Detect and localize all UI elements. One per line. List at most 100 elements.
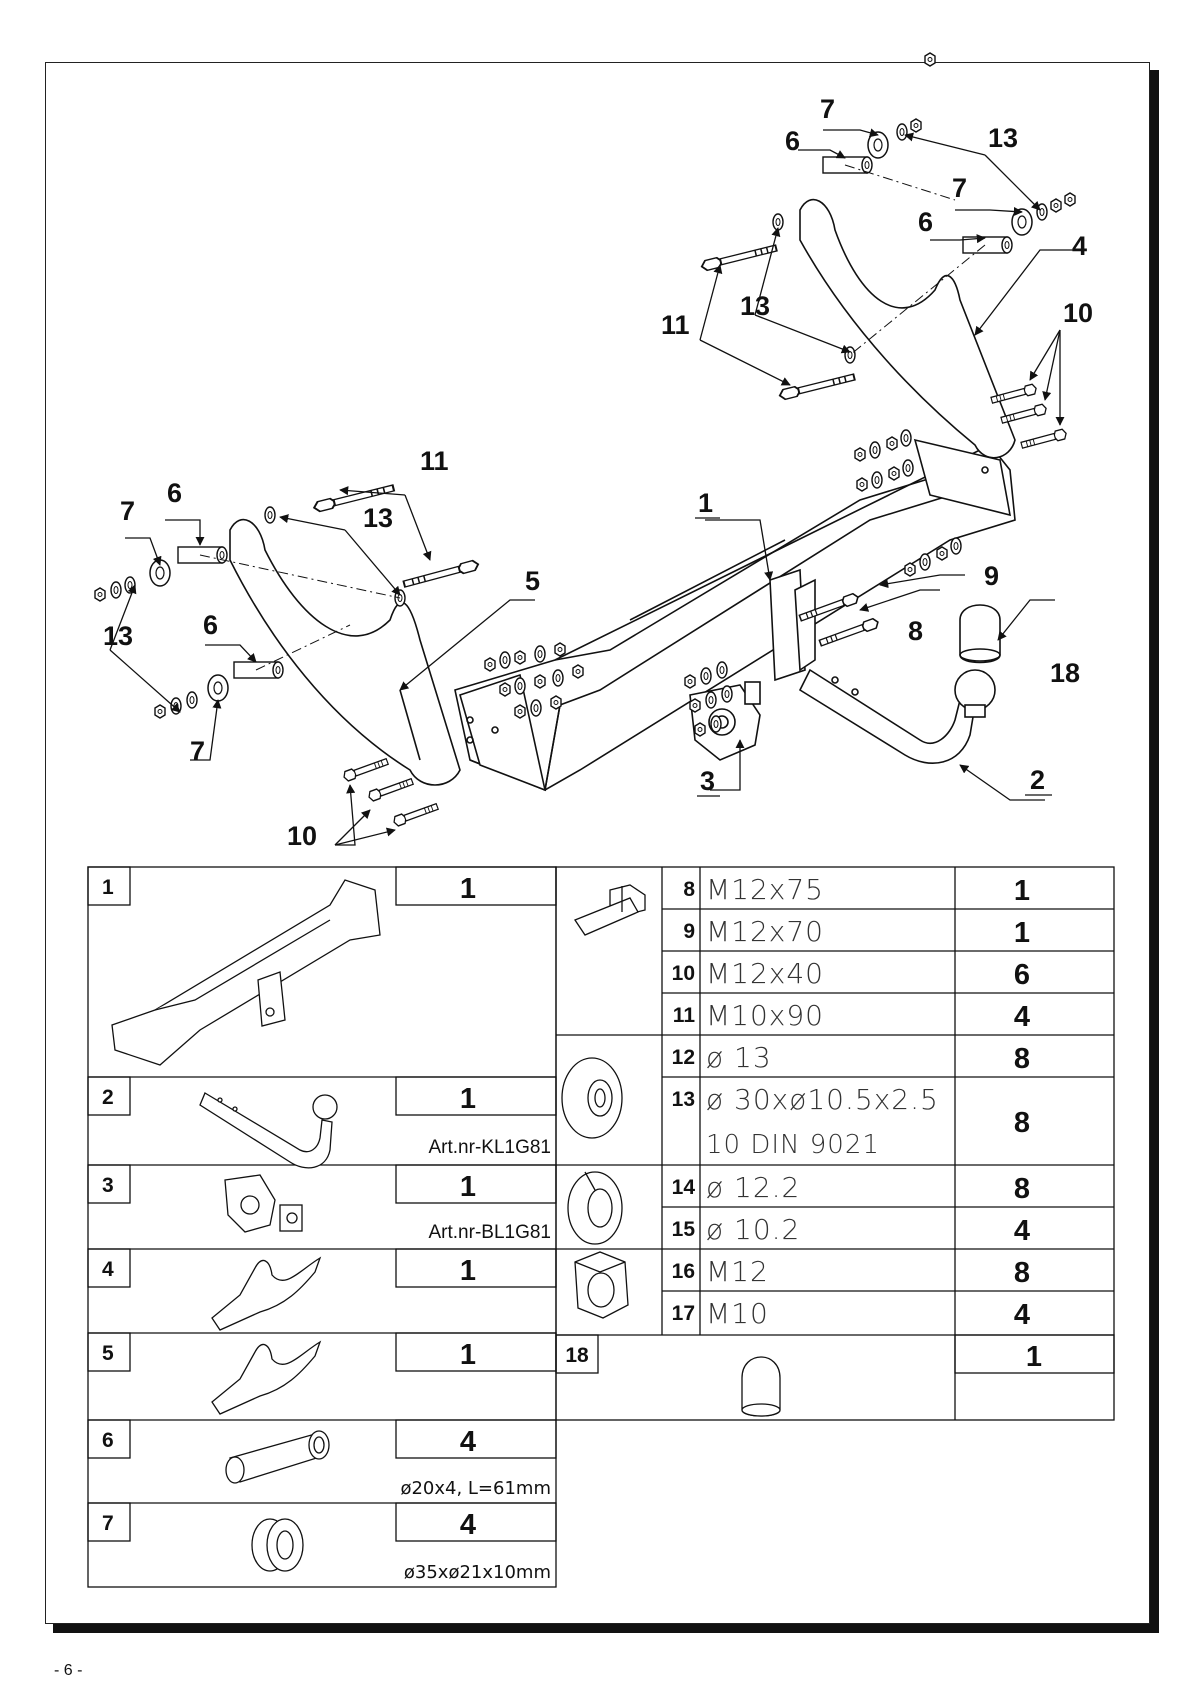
parts-table: [87, 866, 1115, 1588]
part-qty-18: 1: [1026, 1341, 1042, 1373]
callout-13d: 13: [988, 123, 1018, 153]
callout-18: 18: [1050, 658, 1080, 688]
callout-2: 2: [1030, 765, 1045, 795]
part-qty-5: 1: [460, 1339, 476, 1371]
part-no-14: 14: [672, 1176, 696, 1199]
part-no-3: 3: [102, 1174, 114, 1197]
part-no-11: 11: [673, 1004, 696, 1027]
part-no-17: 17: [672, 1302, 695, 1325]
part-qty-15: 4: [1014, 1215, 1030, 1247]
part-no-2: 2: [102, 1086, 114, 1109]
callout-7b: 7: [190, 736, 205, 766]
table-thumbnails: [111, 879, 781, 1572]
part-no-4: 4: [102, 1258, 114, 1281]
thumb-bracket-5: [211, 1340, 322, 1415]
callout-13a: 13: [363, 503, 393, 533]
part-no-15: 15: [672, 1218, 696, 1241]
part-spec-15: ø 10.2: [706, 1213, 800, 1246]
callout-9: 9: [984, 561, 999, 591]
part-qty-6: 4: [460, 1426, 476, 1458]
callout-11b: 11: [661, 310, 690, 340]
part-no-5: 5: [102, 1342, 114, 1365]
thumb-bolt: [574, 884, 646, 936]
part-no-13: 13: [672, 1088, 695, 1111]
thumb-spring-washer: [567, 1171, 623, 1245]
callout-7a: 7: [120, 496, 135, 526]
part-qty-17: 4: [1014, 1299, 1030, 1331]
thumb-bracket-4: [211, 1256, 322, 1331]
part-note-6: ø20x4, L=61mm: [400, 1478, 551, 1499]
callout-6d: 6: [918, 207, 933, 237]
part-qty-9: 1: [1014, 917, 1030, 949]
thumb-tow-ball: [199, 1092, 338, 1169]
callout-7c: 7: [820, 94, 835, 124]
leader-lines: [109, 128, 1080, 846]
part-spec-10: M12x40: [706, 957, 824, 990]
part-spec-8: M12x75: [706, 873, 824, 906]
part-qty-16: 8: [1014, 1257, 1030, 1289]
callout-10b: 10: [1063, 298, 1093, 328]
callout-6b: 6: [203, 610, 218, 640]
part-no-18: 18: [565, 1344, 589, 1367]
bracket-part-5: [229, 518, 461, 786]
part-qty-10: 6: [1014, 959, 1030, 991]
thumb-spacer-tube: [225, 1430, 330, 1484]
frame-shadow-right: [1150, 70, 1159, 1633]
part-qty-14: 8: [1014, 1173, 1030, 1205]
part-qty-1: 1: [460, 873, 476, 905]
callout-13b: 13: [103, 621, 133, 651]
callout-4: 4: [1072, 231, 1087, 261]
callout-11a: 11: [420, 446, 449, 476]
thumb-thick-ring: [251, 1518, 304, 1572]
part-qty-2: 1: [460, 1083, 476, 1115]
exploded-view: [94, 52, 1080, 846]
parts-left-text: 1 1 2 1 Art.nr-KL1G81 3 1 Art.nr-BL1G81 …: [102, 873, 551, 1583]
thumb-hex-nut: [574, 1251, 629, 1319]
part-note-7: ø35xø21x10mm: [404, 1562, 551, 1583]
part-qty-4: 1: [460, 1255, 476, 1287]
tow-ball-part-2: [798, 668, 996, 764]
part-spec2-13: 10 DIN 9021: [706, 1130, 880, 1160]
callout-3: 3: [700, 766, 715, 796]
part-qty-11: 4: [1014, 1001, 1030, 1033]
part-qty-12: 8: [1014, 1043, 1030, 1075]
part-no-9: 9: [683, 920, 695, 943]
part-spec-17: M10: [706, 1297, 769, 1330]
part-no-10: 10: [672, 962, 695, 985]
part-qty-8: 1: [1014, 875, 1030, 907]
bracket-part-4: [799, 198, 1016, 459]
part-note-3: Art.nr-BL1G81: [429, 1222, 552, 1243]
part-spec-14: ø 12.2: [706, 1171, 800, 1204]
part-spec-9: M12x70: [706, 915, 824, 948]
callout-7d: 7: [952, 173, 967, 203]
part-no-12: 12: [672, 1046, 695, 1069]
part-note-2: Art.nr-KL1G81: [429, 1137, 552, 1158]
callout-1: 1: [698, 488, 713, 518]
callout-13c: 13: [740, 291, 770, 321]
callout-6c: 6: [785, 126, 800, 156]
thumb-washer: [561, 1057, 623, 1139]
frame-shadow-bottom: [53, 1624, 1159, 1633]
part-spec-13: ø 30xø10.5x2.5: [706, 1083, 939, 1116]
callout-8: 8: [908, 616, 923, 646]
part-spec-12: ø 13: [706, 1041, 772, 1074]
part-no-8: 8: [683, 878, 695, 901]
page-number: - 6 -: [54, 1662, 83, 1679]
parts-right-text: 8 M12x75 1 9 M12x70 1 10 M12x40 6 11 M10…: [565, 873, 1042, 1373]
part-no-6: 6: [102, 1429, 114, 1452]
callout-labels: 1 2 3 4 5 6 6 6 6 7 7 7 7 8 9 10 10 11 1…: [103, 94, 1093, 851]
part-no-1: 1: [102, 876, 114, 899]
ball-cap-part-18: [959, 604, 1001, 664]
part-no-7: 7: [102, 1512, 114, 1535]
part-qty-13: 8: [1014, 1107, 1030, 1139]
part-spec-11: M10x90: [706, 999, 824, 1032]
part-qty-3: 1: [460, 1171, 476, 1203]
thumb-ball-cap: [741, 1356, 781, 1417]
crossbar-part-1: [454, 438, 1016, 792]
part-qty-7: 4: [460, 1509, 476, 1541]
part-spec-16: M12: [706, 1255, 769, 1288]
center-lines: [199, 164, 986, 671]
callout-10a: 10: [287, 821, 317, 851]
part-no-16: 16: [672, 1260, 695, 1283]
